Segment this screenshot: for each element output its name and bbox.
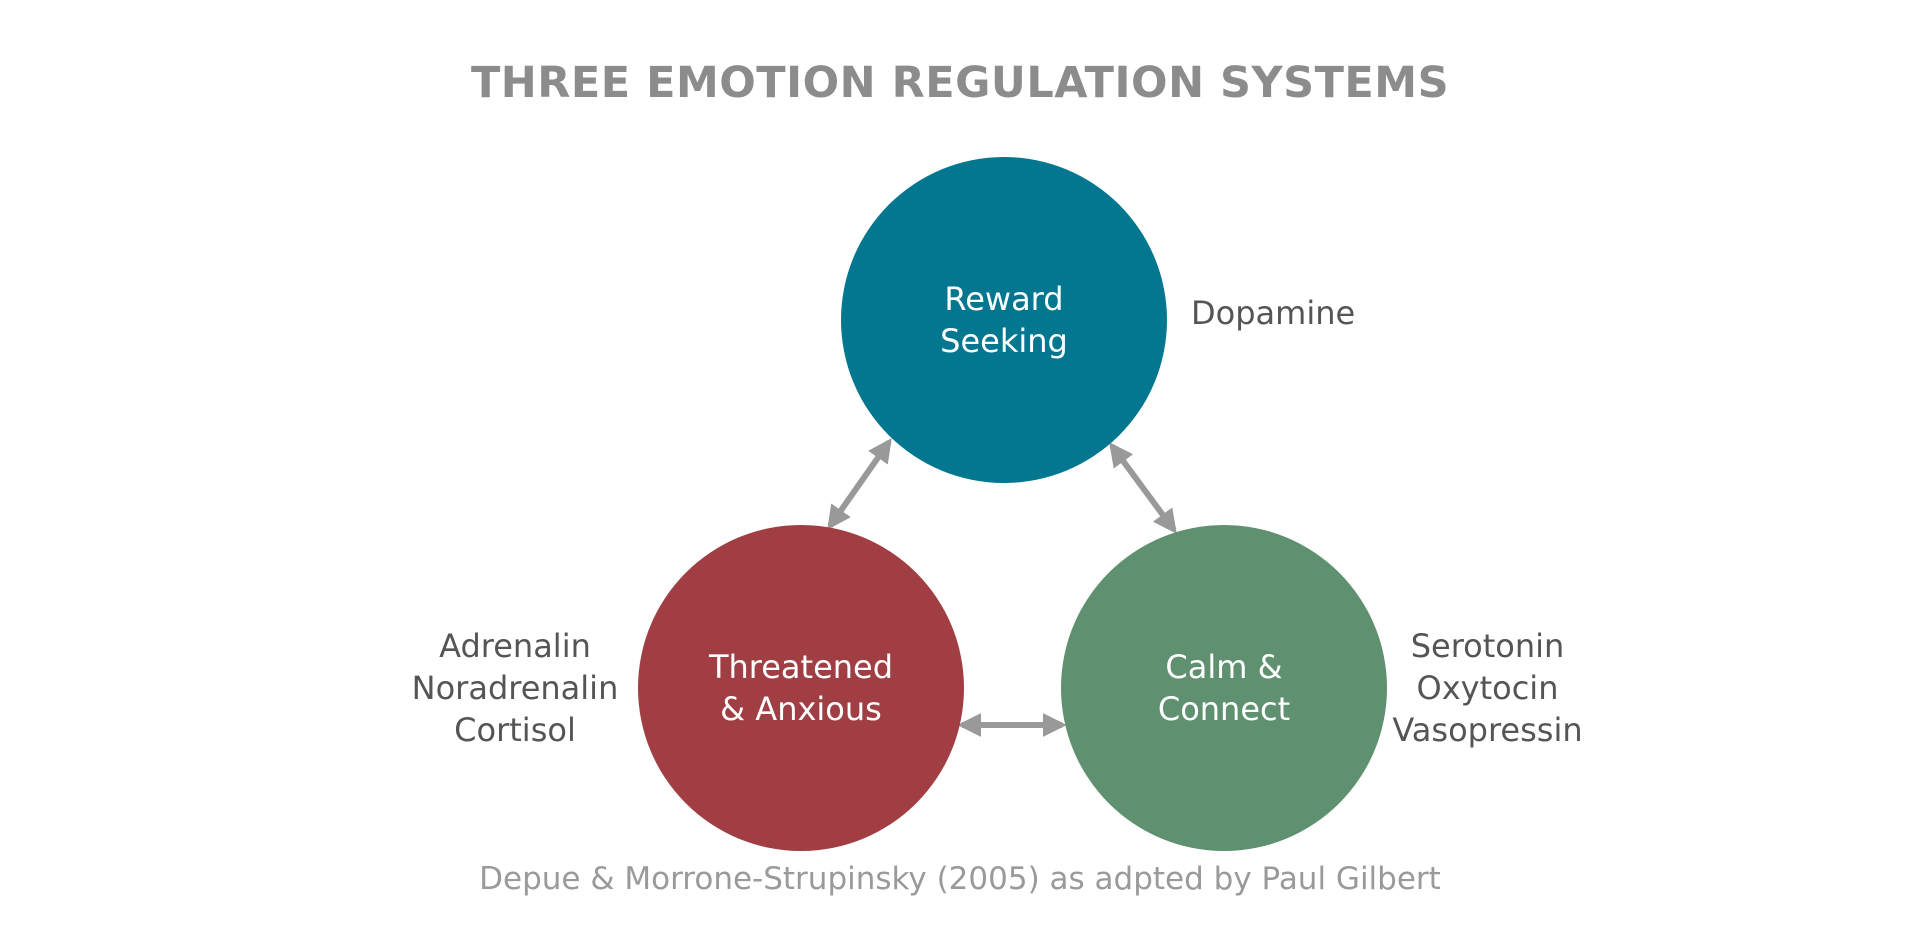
threat-label-line-1: Threatened [708,648,894,686]
arrow-reward-calm [1109,442,1177,534]
hormone-label: Oxytocin [1416,669,1559,707]
source-citation: Depue & Morrone-Strupinsky (2005) as adp… [479,861,1441,897]
hormone-label: Noradrenalin [411,669,619,707]
hormone-label: Vasopressin [1392,711,1583,749]
reward-label-line-1: Reward [944,280,1064,318]
hormone-label: Adrenalin [439,627,591,665]
hormone-label: Serotonin [1410,627,1565,665]
hormone-label: Dopamine [1191,294,1356,332]
arrow-reward-threat [827,438,892,530]
calm-label-line-2: Connect [1157,690,1291,728]
diagram-title: THREE EMOTION REGULATION SYSTEMS [470,58,1450,108]
reward-seeking-circle: Reward Seeking [841,157,1167,483]
reward-hormones: Dopamine [1191,292,1355,334]
reward-label-line-2: Seeking [940,322,1068,360]
threat-hormones: Adrenalin Noradrenalin Cortisol [400,625,630,751]
threat-label-line-2: & Anxious [720,690,882,728]
threatened-anxious-circle: Threatened & Anxious [638,525,964,851]
calm-hormones: Serotonin Oxytocin Vasopressin [1390,625,1585,751]
calm-connect-circle: Calm & Connect [1061,525,1387,851]
hormone-label: Cortisol [454,711,576,749]
calm-label-line-1: Calm & [1165,648,1283,686]
